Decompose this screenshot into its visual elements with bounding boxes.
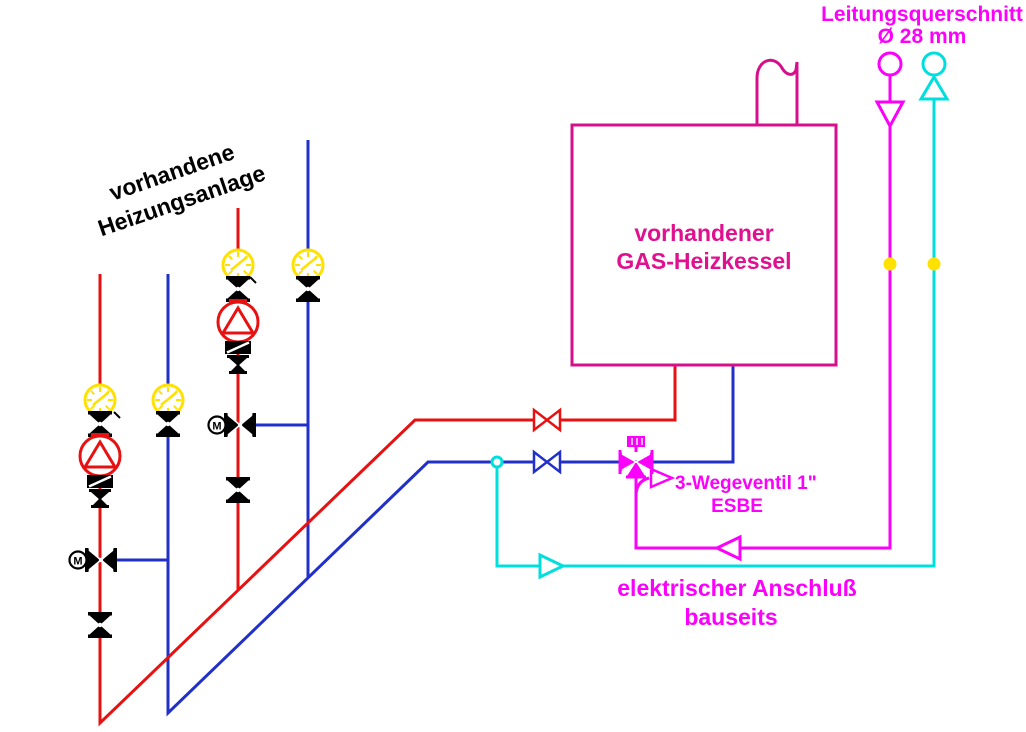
shutoff-valve-icon (88, 612, 112, 638)
leader-arrow-icon (649, 467, 676, 489)
cable-junction-dot (490, 455, 504, 469)
connection-dot-magenta (883, 257, 897, 271)
pump-icon (216, 297, 260, 347)
electrical-cable-cyan (490, 51, 950, 580)
pipe-note-line1: Leitungsquerschnitt (821, 3, 1023, 26)
supply-shutoff-valve-icon (532, 407, 562, 433)
motor-label: M (212, 421, 221, 433)
control-line-magenta (618, 51, 906, 562)
sensor-symbol-magenta (874, 51, 906, 130)
supply-pipe-main (98, 274, 677, 727)
electrical-line1: elektrischer Anschluß (617, 575, 856, 601)
thermometer-gauge-icon (151, 383, 185, 417)
thermometer-gauge-icons (83, 248, 325, 417)
three-way-valve-icon (618, 436, 654, 479)
flow-arrow-right-icon (538, 552, 567, 580)
shutoff-valve-icons (88, 276, 320, 638)
boiler-box: vorhandener GAS-Heizkessel (570, 58, 838, 367)
three-way-valve-line1: 3-Wegeventil 1" (675, 473, 817, 494)
pump-icon (78, 431, 122, 481)
existing-system-note: vorhandene Heizungsanlage (95, 139, 269, 242)
boiler-label-line2: GAS-Heizkessel (616, 248, 791, 274)
motor-circle (68, 550, 88, 570)
return-pipe-main (166, 274, 735, 717)
electrical-line2: bauseits (684, 604, 777, 630)
boiler-label-line1: vorhandener (634, 220, 773, 246)
three-way-valve-line2: ESBE (711, 496, 763, 517)
three-way-valve-note: 3-Wegeventil 1" ESBE (675, 473, 817, 517)
motor-circle (207, 415, 227, 435)
flow-arrow-left-icon (713, 534, 742, 562)
shutoff-valve-icon (226, 276, 250, 302)
pipe-note-line2: Ø 28 mm (878, 25, 967, 48)
shutoff-valve-icon (156, 411, 180, 437)
pipe-cross-section-note: Leitungsquerschnitt Ø 28 mm (821, 3, 1023, 48)
motor-valve-icons: M M (68, 412, 257, 573)
valve-leader-curve (634, 476, 650, 495)
chimney-flue (755, 58, 799, 125)
motor-valve-icon (223, 412, 257, 438)
motor-label: M (73, 556, 82, 568)
check-valve-icon (223, 339, 253, 376)
check-valve-icon (85, 473, 115, 510)
thermometer-gauge-icon (291, 248, 325, 282)
thermometer-gauge-icon (221, 248, 255, 282)
shutoff-valve-icon (296, 276, 320, 302)
electrical-connection-note: elektrischer Anschluß bauseits (617, 575, 856, 630)
connection-dot-cyan (927, 257, 941, 271)
thermometer-gauge-icon (83, 383, 117, 417)
tick-marks (113, 276, 257, 419)
shutoff-valve-icon (226, 477, 250, 503)
return-shutoff-valve-icon (532, 449, 562, 475)
sensor-symbol-cyan (918, 51, 950, 101)
